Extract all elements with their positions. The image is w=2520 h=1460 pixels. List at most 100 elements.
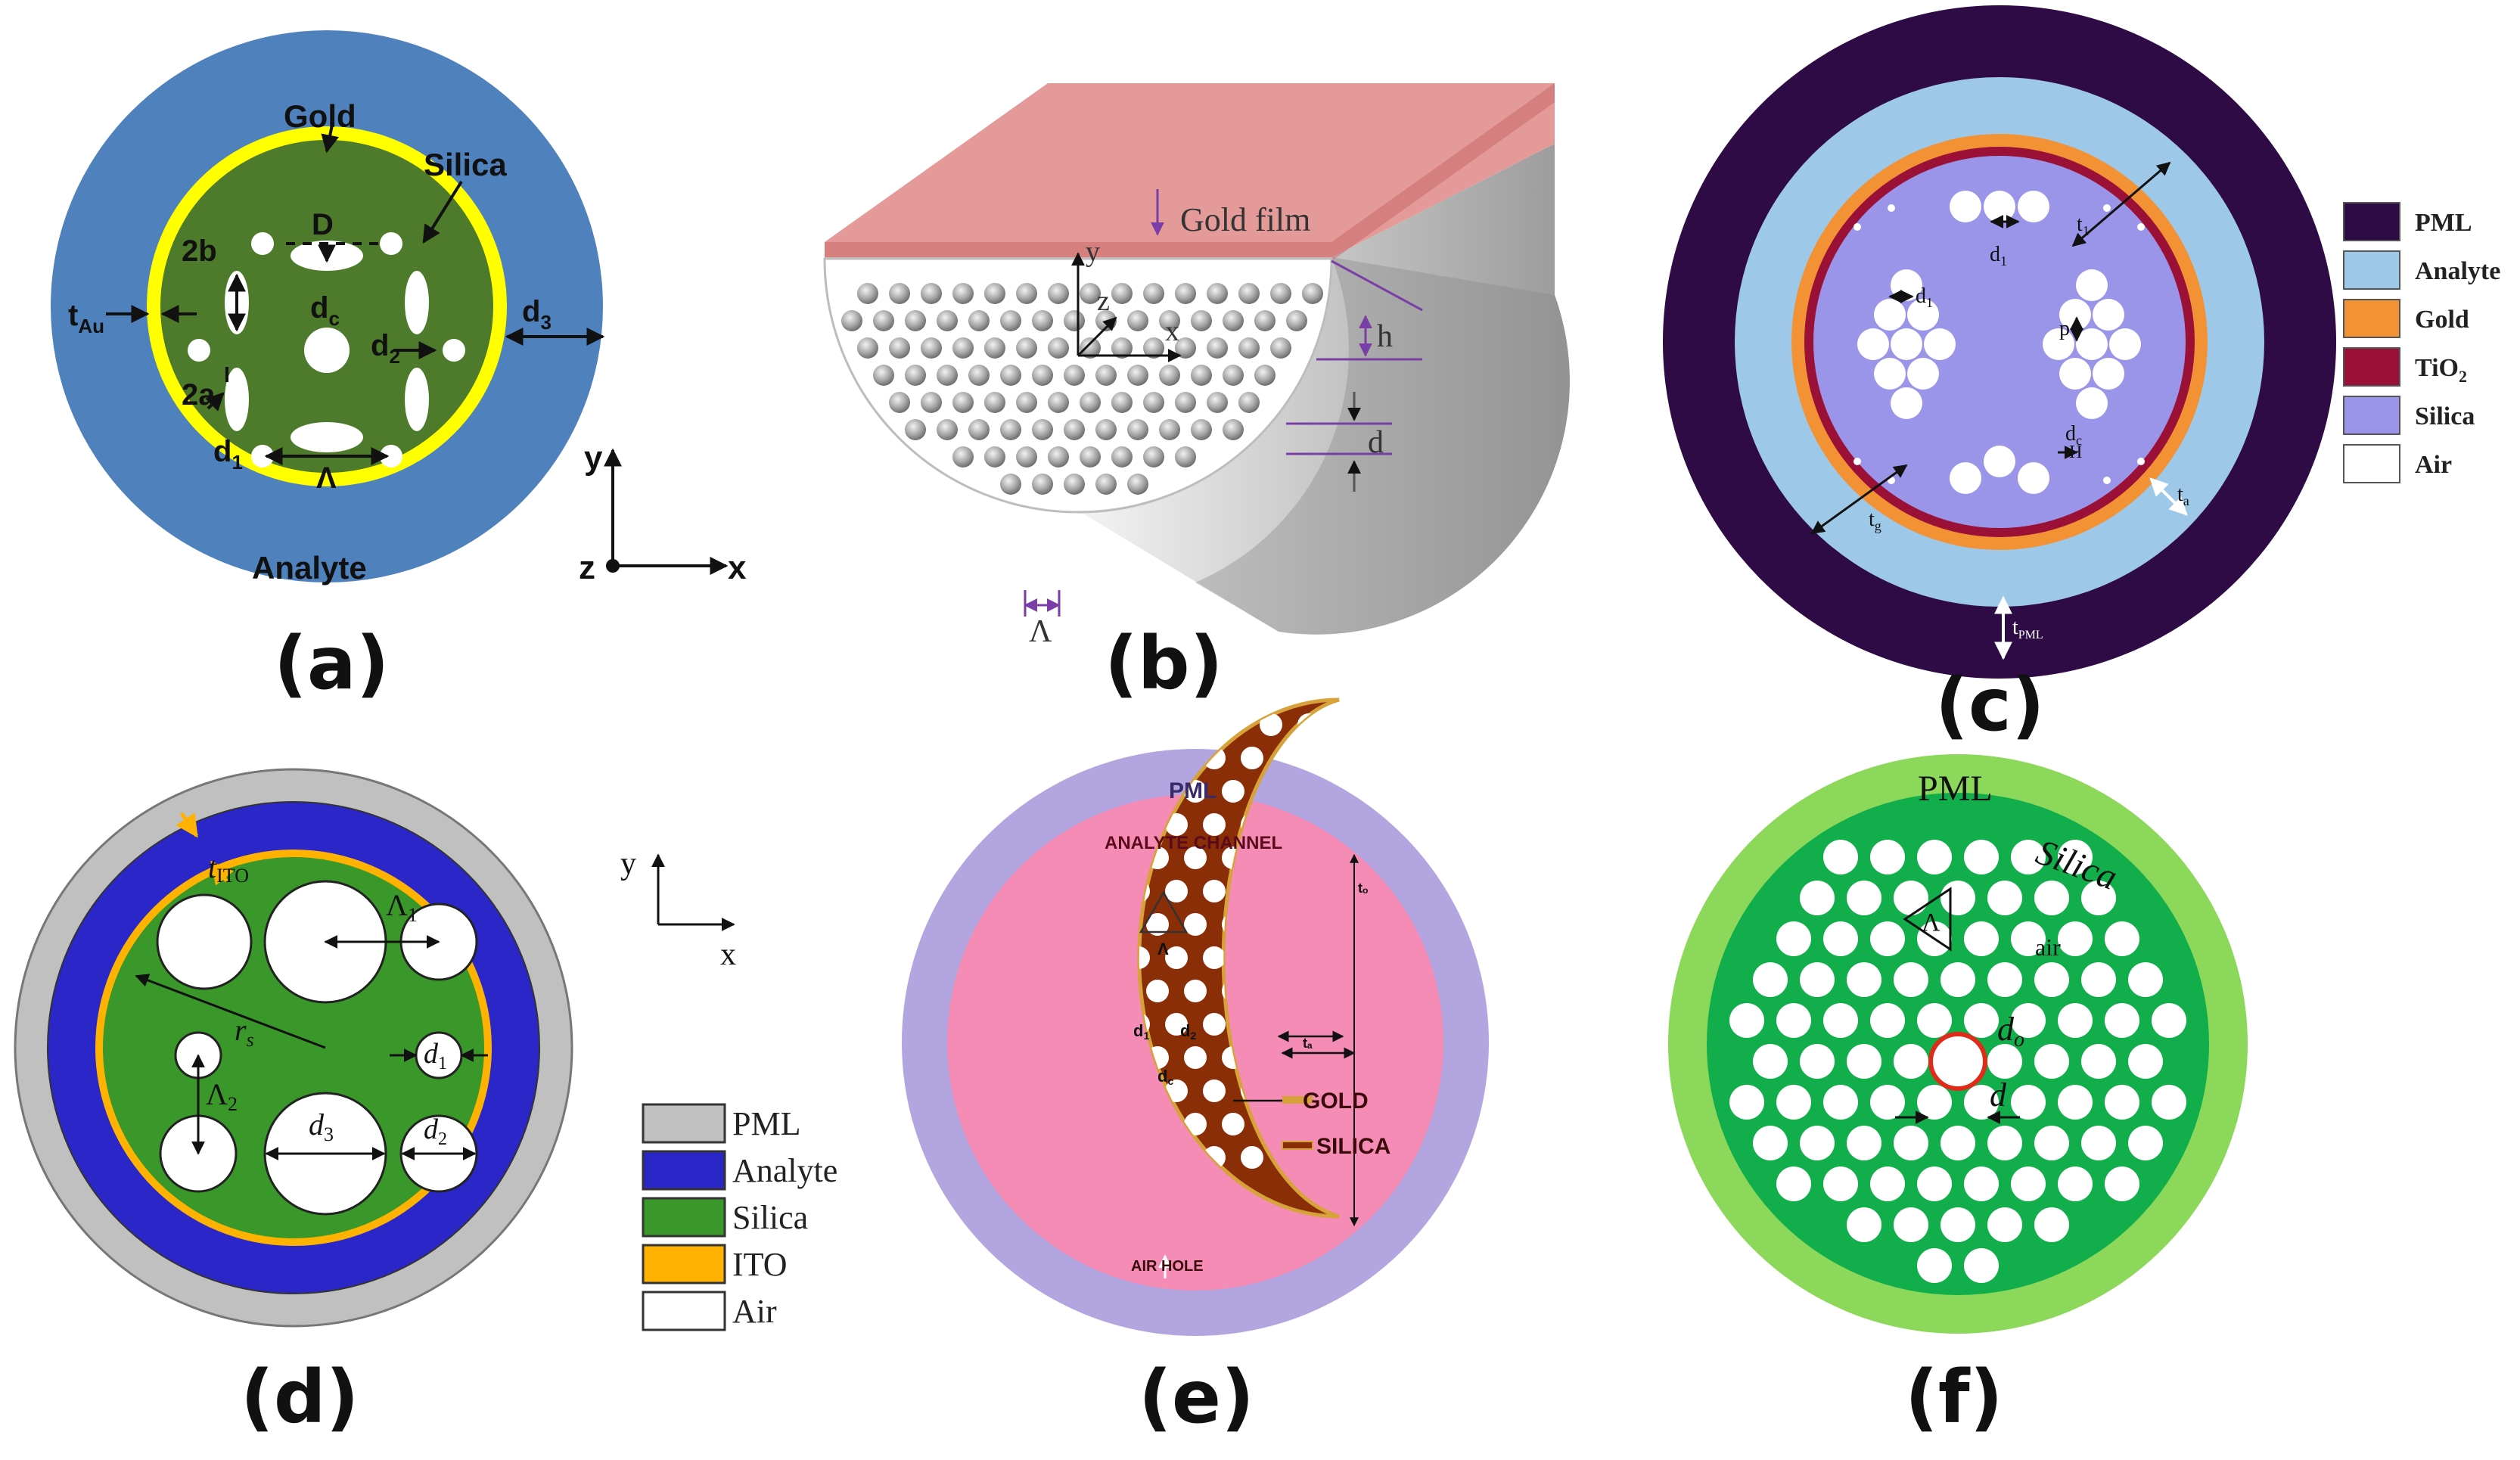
e-air-hole: [1108, 713, 1131, 736]
e-air-hole: [1165, 1079, 1188, 1102]
c-legend-label-tio2: TiO2: [2415, 354, 2467, 386]
panel-f: PML Silica air Λ do d (f): [1668, 754, 2248, 1440]
f-air-hole: [1940, 1207, 1975, 1242]
b-air-hole: [1175, 283, 1196, 304]
f-air-hole: [2081, 1126, 2116, 1160]
c-legend-label-silica: Silica: [2415, 402, 2475, 430]
f-air-hole: [2128, 1126, 2163, 1160]
a-axis-y: y: [584, 440, 603, 477]
b-air-hole: [937, 310, 958, 331]
b-air-hole: [1016, 392, 1037, 413]
f-air-hole: [1823, 840, 1858, 874]
f-air-hole: [1847, 1126, 1881, 1160]
c-dc-label: dc: [2065, 422, 2082, 448]
f-air-hole: [1940, 1126, 1975, 1160]
c-air-hole: [1950, 191, 1981, 222]
c-legend-swatch-analyte: [2343, 250, 2400, 290]
d-lambda1-label: Λ1: [386, 888, 418, 926]
f-air-hole: [1940, 962, 1975, 997]
d-legend-label-air: Air: [732, 1293, 777, 1330]
e-air-hole: [1052, 747, 1074, 769]
b-air-hole: [1000, 474, 1021, 495]
a-axis-x: x: [728, 549, 747, 586]
b-air-hole: [889, 283, 910, 304]
b-air-hole: [841, 310, 862, 331]
f-air-hole: [2152, 1085, 2186, 1120]
f-air-hole: [1987, 1126, 2022, 1160]
e-air-hole: [1165, 1013, 1188, 1036]
f-air-hole: [1776, 921, 1811, 956]
e-pml-label: PML: [1169, 778, 1216, 803]
f-air-hole: [1964, 1003, 1999, 1038]
f-air-hole: [2011, 1085, 2046, 1120]
c-air-hole: [2043, 328, 2074, 360]
b-air-hole: [1048, 337, 1069, 359]
a-gold-label: Gold: [284, 98, 356, 134]
c-air-hole: [1907, 358, 1939, 390]
e-air-hole: [1241, 747, 1263, 769]
c-small-air-hole: [2137, 223, 2145, 231]
f-air-hole: [1753, 1126, 1788, 1160]
f-air-hole: [2034, 1044, 2069, 1079]
b-air-hole: [921, 392, 942, 413]
b-air-hole: [1111, 392, 1133, 413]
c-air-hole: [2109, 328, 2141, 360]
b-air-hole: [1207, 337, 1228, 359]
b-air-hole: [1064, 365, 1085, 386]
c-legend-swatch-tio2: [2343, 347, 2400, 387]
b-air-hole: [1048, 283, 1069, 304]
b-side-surface-dark: [1195, 257, 1570, 635]
c-legend: PML Analyte Gold TiO2 Silica Air: [2343, 202, 2500, 483]
b-air-hole: [1111, 283, 1133, 304]
b-air-hole: [1048, 446, 1069, 468]
d-tito-label: tITO: [208, 850, 249, 887]
b-air-hole: [1127, 474, 1148, 495]
f-air-hole: [2058, 921, 2093, 956]
b-axis-x: x: [1165, 315, 1179, 347]
c-air-hole: [2076, 387, 2108, 419]
b-air-hole: [1143, 446, 1164, 468]
e-air-hole: [1165, 813, 1188, 836]
b-air-hole: [1270, 337, 1291, 359]
c-air-hole: [1950, 462, 1981, 494]
b-air-hole: [968, 310, 990, 331]
c-air-hole: [2093, 299, 2124, 331]
e-air-hole: [1033, 713, 1055, 736]
b-air-hole: [968, 365, 990, 386]
b-air-hole: [1032, 310, 1053, 331]
e-air-hole: [1222, 780, 1244, 803]
f-air-hole: [1800, 962, 1835, 997]
f-air-hole: [1800, 1044, 1835, 1079]
c-panel-label: (c): [1935, 663, 2045, 747]
c-air-hole: [1874, 358, 1906, 390]
f-air-hole: [1823, 1166, 1858, 1201]
b-air-hole: [1016, 446, 1037, 468]
f-air-hole: [1940, 881, 1975, 915]
b-air-hole: [1143, 337, 1164, 359]
f-air-hole: [2011, 840, 2046, 874]
b-air-hole: [1032, 365, 1053, 386]
b-air-hole: [857, 283, 878, 304]
f-air-label: air: [2035, 933, 2061, 961]
e-air-hole: [1184, 713, 1207, 736]
a-tau-label: tAu: [68, 299, 104, 337]
f-air-hole: [2011, 1166, 2046, 1201]
c-silica-core: [1813, 156, 2186, 528]
b-d-label: d: [1368, 425, 1384, 460]
c-t1-label: t1: [2077, 213, 2090, 238]
f-air-hole: [2128, 962, 2163, 997]
d-legend-swatch-ito: [642, 1244, 726, 1284]
f-air-hole: [2034, 1207, 2069, 1242]
f-air-hole: [1964, 1248, 1999, 1283]
e-air-hole: [1146, 913, 1169, 936]
f-air-hole: [1870, 840, 1905, 874]
b-air-hole: [1095, 365, 1117, 386]
c-small-air-hole: [2103, 204, 2111, 212]
e-air-hole: [1203, 1079, 1226, 1102]
f-panel-label: (f): [1905, 1355, 2003, 1440]
b-air-hole: [984, 446, 1005, 468]
f-air-hole: [2011, 1003, 2046, 1038]
b-air-hole: [1032, 474, 1053, 495]
b-air-hole: [1127, 419, 1148, 440]
e-air-hole: [1203, 880, 1226, 902]
